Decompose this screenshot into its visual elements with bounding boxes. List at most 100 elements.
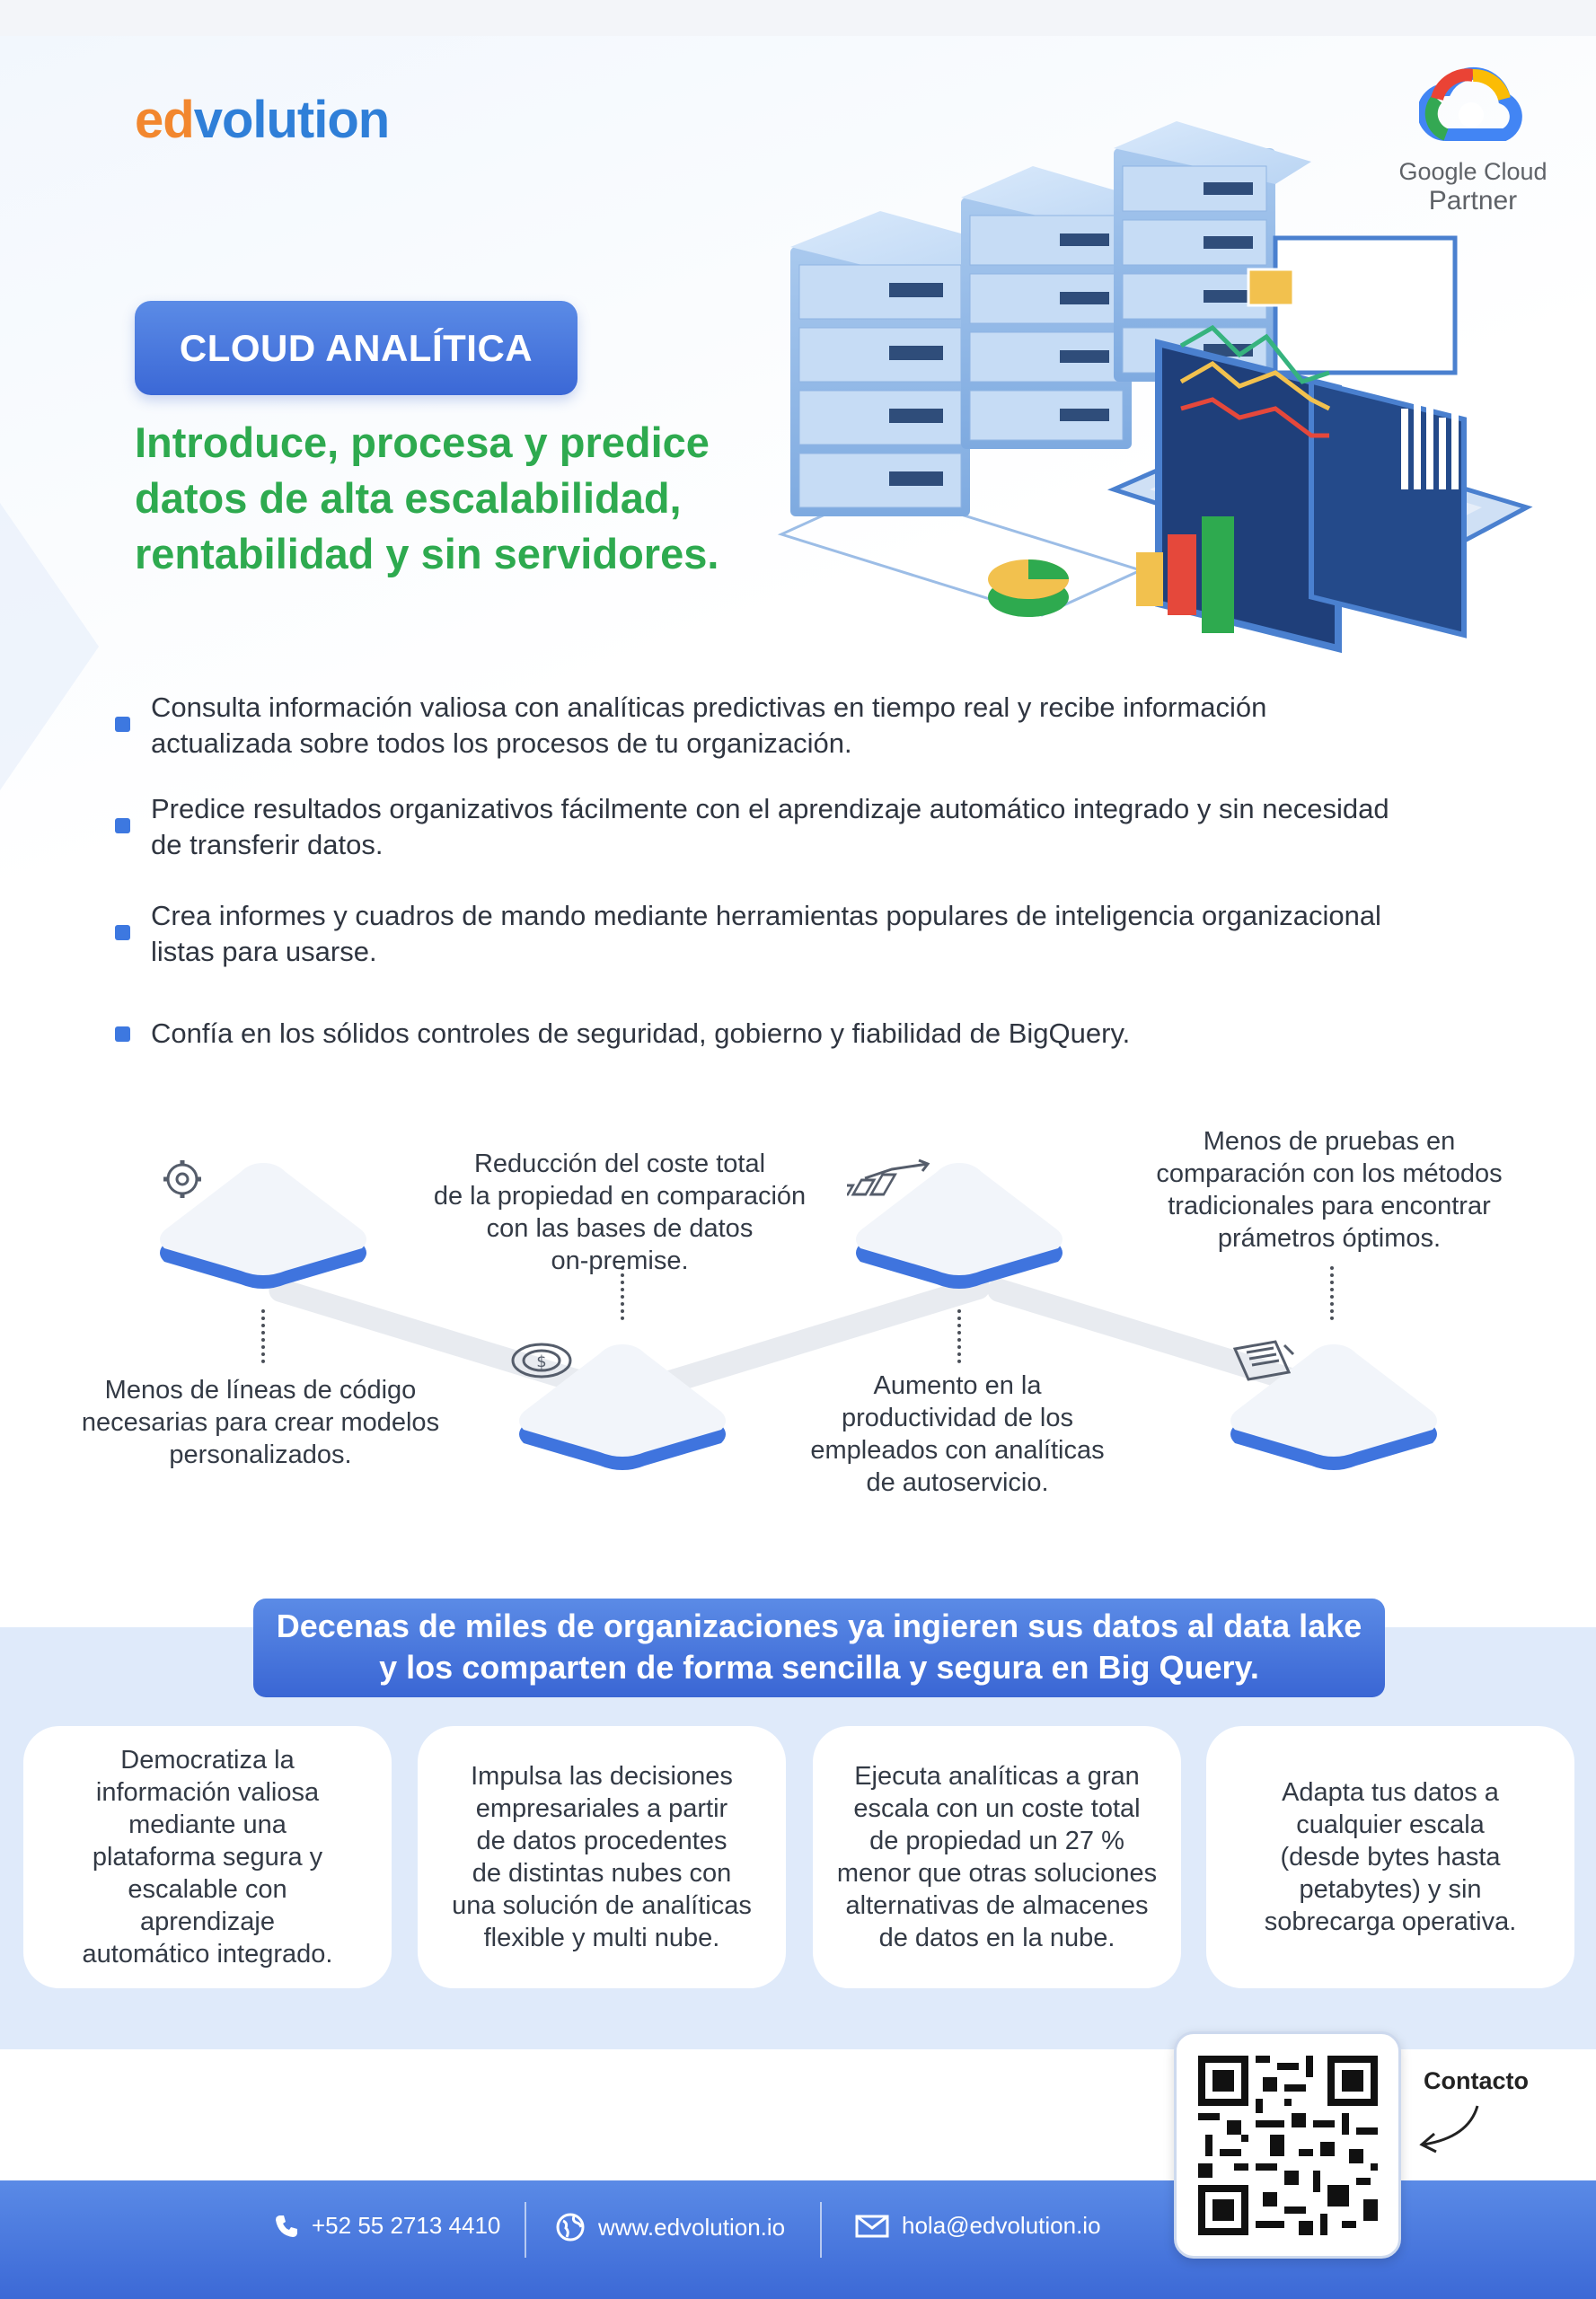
list-item: Predice resultados organizativos fácilme… <box>115 791 1389 863</box>
process-text-line: Menos de líneas de código <box>104 1376 417 1405</box>
list-item-line: de transferir datos. <box>151 829 384 860</box>
process-text-line: personalizados. <box>169 1440 352 1469</box>
email-address: hola@edvolution.io <box>902 2212 1101 2239</box>
globe-icon <box>556 2213 585 2242</box>
card-line: una solución de analíticas <box>452 1891 752 1920</box>
process-text-line: con las bases de datos <box>486 1214 754 1243</box>
headline-line-1: Introduce, procesa y predice <box>135 418 710 466</box>
pie-chart-graphic <box>988 559 1069 617</box>
card-line: escala con un coste total <box>853 1794 1141 1823</box>
process-text-line: Reducción del coste total <box>473 1150 766 1178</box>
headline-line-3: rentabilidad y sin servidores. <box>135 530 719 577</box>
headline-line-2: datos de alta escalabilidad, <box>135 474 682 522</box>
footer-email[interactable]: hola@edvolution.io <box>855 2212 1101 2240</box>
list-item-line: Predice resultados organizativos fácilme… <box>151 793 1389 824</box>
adoption-banner: Decenas de miles de organizaciones ya in… <box>253 1599 1385 1697</box>
edvolution-logo[interactable]: edvolution <box>135 90 391 150</box>
list-item-line: Crea informes y cuadros de mando mediant… <box>151 900 1381 931</box>
server-rack-middle <box>961 166 1186 449</box>
footer-website[interactable]: www.edvolution.io <box>555 2212 785 2242</box>
card-line: sobrecarga operativa. <box>1264 1907 1517 1936</box>
card-line: (desde bytes hasta <box>1280 1843 1501 1872</box>
footer-divider <box>525 2202 526 2258</box>
server-rack-left <box>790 211 1042 516</box>
website-link: www.edvolution.io <box>598 2213 786 2241</box>
banner-line-2: y los comparten de forma sencilla y segu… <box>379 1649 1259 1686</box>
dotted-connector <box>957 1309 961 1363</box>
process-text-2: Reducción del coste total de la propieda… <box>422 1148 817 1277</box>
bullet-icon <box>115 717 130 732</box>
card-line: mediante una <box>128 1810 287 1839</box>
process-text-line: Aumento en la <box>873 1371 1042 1400</box>
gear-icon <box>151 1158 375 1257</box>
document-icon <box>1221 1340 1446 1439</box>
process-tile-dollar: $ <box>510 1340 735 1475</box>
card-line: Impulsa las decisiones <box>471 1762 733 1791</box>
card-line: alternativas de almacenes <box>845 1891 1149 1920</box>
card-line: Adapta tus datos a <box>1282 1778 1499 1807</box>
process-text-line: tradicionales para encontrar <box>1168 1192 1491 1220</box>
card-line: plataforma segura y <box>92 1843 323 1872</box>
process-text-line: necesarias para crear modelos <box>81 1408 440 1437</box>
card-line: flexible y multi nube. <box>483 1924 720 1952</box>
process-text-line: de la propiedad en comparación <box>433 1182 807 1211</box>
server-rack-right <box>1114 121 1311 382</box>
card-line: de propiedad un 27 % <box>869 1827 1124 1855</box>
partner-line2: Partner <box>1428 186 1518 216</box>
card-line: automático integrado. <box>82 1940 333 1969</box>
mail-icon <box>855 2215 889 2237</box>
section-tag: CLOUD ANALÍTICA <box>135 301 578 395</box>
footer-phone[interactable]: +52 55 2713 4410 <box>274 2212 500 2240</box>
feature-card-3: Ejecuta analíticas a gran escala con un … <box>813 1726 1181 1988</box>
google-cloud-icon <box>1419 66 1522 141</box>
list-item-line: Confía en los sólidos controles de segur… <box>151 1017 1131 1049</box>
card-line: cualquier escala <box>1296 1810 1485 1839</box>
process-text-line: empleados con analíticas <box>810 1436 1105 1465</box>
process-text-line: prámetros óptimos. <box>1217 1224 1442 1253</box>
phone-number: +52 55 2713 4410 <box>312 2212 501 2239</box>
process-text-line: productividad de los <box>842 1404 1073 1432</box>
process-text-line: comparación con los métodos <box>1156 1159 1503 1188</box>
bullet-icon <box>115 818 130 833</box>
card-line: de datos en la nube. <box>878 1924 1115 1952</box>
growth-chart-icon <box>847 1158 1071 1257</box>
svg-text:$: $ <box>536 1352 546 1371</box>
phone-icon <box>276 2215 297 2237</box>
decorative-triangle <box>0 503 99 790</box>
process-text-3: Aumento en la productividad de los emple… <box>778 1370 1137 1499</box>
list-item-line: actualizada sobre todos los procesos de … <box>151 727 852 759</box>
logo-part-volution: volution <box>193 91 391 149</box>
process-text-4: Menos de pruebas en comparación con los … <box>1132 1125 1527 1255</box>
card-line: Ejecuta analíticas a gran <box>854 1762 1140 1791</box>
process-text-line: Menos de pruebas en <box>1203 1127 1456 1156</box>
dotted-connector <box>261 1309 265 1363</box>
process-tile-growth <box>847 1158 1071 1293</box>
list-item-line: listas para usarse. <box>151 936 377 967</box>
top-band <box>0 0 1596 36</box>
qr-code-box[interactable] <box>1174 2031 1401 2259</box>
dotted-connector <box>621 1266 624 1320</box>
card-line: escalable con <box>128 1875 287 1904</box>
process-text-1: Menos de líneas de código necesarias par… <box>63 1374 458 1471</box>
server-analytics-illustration <box>777 121 1533 654</box>
list-item-line: Consulta información valiosa con analíti… <box>151 691 1267 723</box>
card-line: de datos procedentes <box>476 1827 727 1855</box>
list-item: Consulta información valiosa con analíti… <box>115 690 1266 762</box>
partner-line1: Google Cloud <box>1398 158 1548 185</box>
google-cloud-partner-badge: Google Cloud Partner <box>1383 63 1563 216</box>
feature-card-4: Adapta tus datos a cualquier escala (des… <box>1206 1726 1574 1988</box>
footer-divider <box>820 2202 822 2258</box>
bullet-icon <box>115 925 130 940</box>
card-line: menor que otras soluciones <box>836 1859 1158 1888</box>
contact-label: Contacto <box>1424 2067 1529 2094</box>
card-line: de distintas nubes con <box>472 1859 732 1888</box>
list-item: Confía en los sólidos controles de segur… <box>115 1016 1130 1052</box>
feature-card-1: Democratiza la información valiosa media… <box>23 1726 392 1988</box>
card-line: información valiosa <box>95 1778 320 1807</box>
banner-line-1: Decenas de miles de organizaciones ya in… <box>276 1608 1362 1644</box>
process-tile-document <box>1221 1340 1446 1475</box>
laptop-with-charts <box>1107 235 1533 654</box>
logo-part-ed: ed <box>135 91 195 149</box>
qr-code-icon <box>1198 2056 1378 2235</box>
